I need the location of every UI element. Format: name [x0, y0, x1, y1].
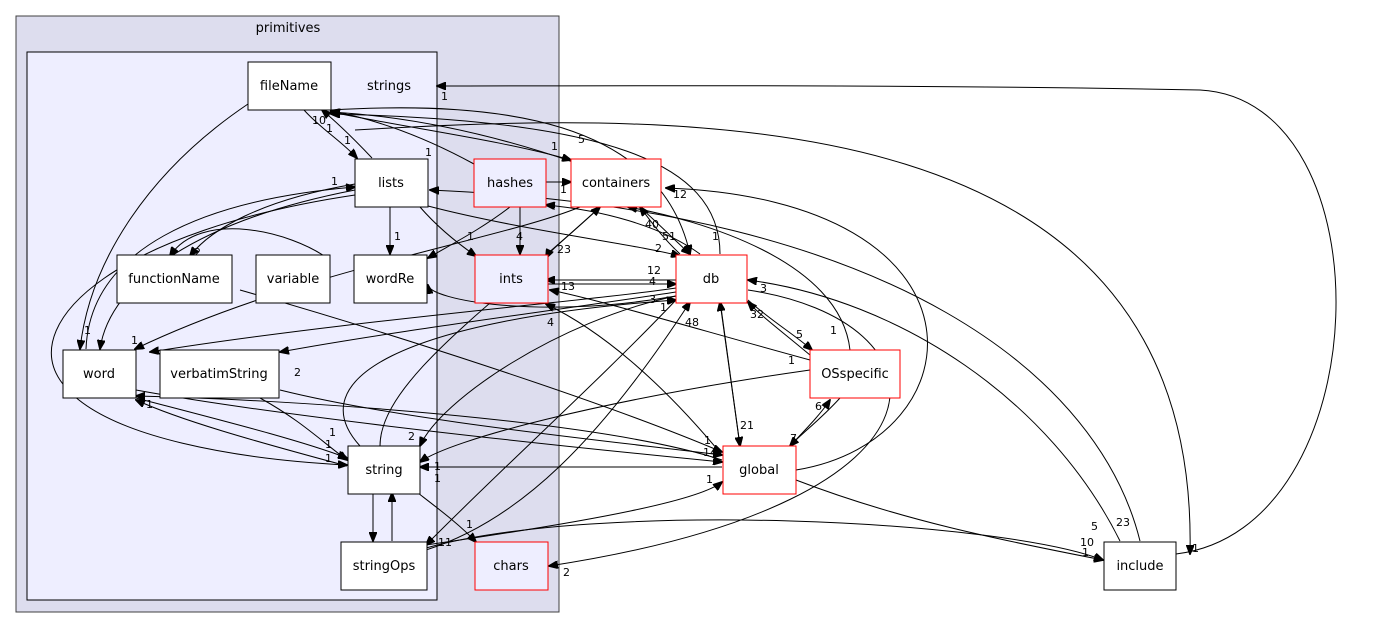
edge-label: 12 [673, 188, 687, 201]
cluster-strings-label: strings [367, 79, 411, 94]
edge-label: 4 [516, 230, 523, 243]
edge-label: 11 [438, 536, 452, 549]
edge-label: 13 [561, 280, 575, 293]
node-functionName[interactable]: functionName [116, 254, 233, 304]
node-lists-label: lists [378, 176, 404, 191]
edge-label: 1 [660, 301, 667, 314]
node-stringOps-label: stringOps [353, 559, 416, 574]
edge-label: 1 [1082, 546, 1089, 559]
edge-label: 1 [788, 354, 795, 367]
edge-label: 21 [740, 419, 754, 432]
node-wordRe-label: wordRe [366, 272, 414, 287]
edge-label: 1 [467, 230, 474, 243]
node-verbatimString-label: verbatimString [170, 367, 267, 382]
node-lists[interactable]: lists [354, 158, 429, 208]
edge-label: 1 [331, 175, 338, 188]
node-include-label: include [1116, 559, 1163, 574]
edge-label: 5 [796, 328, 803, 341]
edge-label: 1 [704, 434, 711, 447]
node-variable-label: variable [267, 272, 319, 287]
edge-label: 7 [790, 432, 797, 445]
node-chars-label: chars [493, 559, 529, 574]
node-hashes[interactable]: hashes [473, 158, 547, 208]
edge-label: 12 [647, 264, 661, 277]
edge-label: 48 [685, 316, 699, 329]
node-db-label: db [703, 272, 720, 287]
edge-label: 1 [441, 90, 448, 103]
node-word-label: word [83, 367, 115, 382]
node-variable[interactable]: variable [255, 254, 331, 304]
node-containers-label: containers [582, 176, 651, 191]
node-OSspecific[interactable]: OSspecific [809, 349, 901, 399]
edge-label: 1 [1192, 542, 1199, 555]
edge-label: 3 [760, 282, 767, 295]
edge-label: 40 [645, 218, 659, 231]
edge-label: 1 [560, 183, 567, 196]
edge-label: 1 [326, 122, 333, 135]
edge-label: 5 [1091, 520, 1098, 533]
node-hashes-label: hashes [487, 176, 533, 191]
edge-label: 2 [655, 242, 662, 255]
edge-label: 10 [312, 114, 326, 127]
node-wordRe[interactable]: wordRe [353, 254, 428, 304]
edge-label: 1 [706, 473, 713, 486]
edge-label: 1 [434, 460, 441, 473]
edge-label: 32 [750, 308, 764, 321]
edge-label: 1 [146, 398, 153, 411]
edge-label: 2 [194, 246, 201, 259]
node-functionName-label: functionName [128, 272, 219, 287]
node-string-label: string [365, 463, 402, 478]
node-include[interactable]: include [1103, 541, 1177, 591]
edge-label: 1 [329, 426, 336, 439]
edge-label: 1 [712, 230, 719, 243]
node-global-label: global [739, 463, 779, 478]
node-verbatimString[interactable]: verbatimString [159, 349, 280, 399]
node-fileName[interactable]: fileName [247, 61, 332, 111]
edge-label: 23 [1116, 516, 1130, 529]
edge-label: 1 [466, 518, 473, 531]
cluster-primitives-label: primitives [256, 21, 321, 36]
edge-label: 51 [662, 230, 676, 243]
edge-label: 2 [563, 566, 570, 579]
edge-label: 2 [408, 430, 415, 443]
edge-label: 23 [557, 243, 571, 256]
edge-label: 3 [649, 293, 656, 306]
edge-label: 1 [344, 134, 351, 147]
node-stringOps[interactable]: stringOps [340, 541, 428, 591]
node-word[interactable]: word [62, 349, 137, 399]
node-global[interactable]: global [722, 445, 797, 495]
cluster-strings[interactable]: strings [26, 51, 438, 601]
edge-label: 1 [325, 452, 332, 465]
edge-label: 5 [578, 133, 585, 146]
edge-label: 1 [131, 334, 138, 347]
edge-label: 10 [1080, 536, 1094, 549]
edge-label: 1 [830, 324, 837, 337]
edge-label: 1 [425, 146, 432, 159]
edge-label: 14 [703, 446, 717, 459]
edge-label: 4 [547, 316, 554, 329]
node-OSspecific-label: OSspecific [821, 367, 889, 382]
node-string[interactable]: string [347, 445, 421, 495]
edge-label: 1 [394, 230, 401, 243]
edge-label: 1 [325, 438, 332, 451]
node-fileName-label: fileName [260, 79, 318, 94]
edge-label: 4 [649, 275, 656, 288]
edge-label: 2 [294, 366, 301, 379]
edge-label: 1 [434, 472, 441, 485]
edge-labels: 1 10 1 1 1 5 1 1 2 1 1 4 23 40 51 2 12 4… [84, 90, 1199, 579]
edge-label: 6 [815, 400, 822, 413]
edge-label: 1 [84, 324, 91, 337]
node-ints-label: ints [499, 272, 523, 287]
node-ints[interactable]: ints [474, 254, 549, 304]
node-chars[interactable]: chars [474, 541, 549, 591]
node-db[interactable]: db [675, 254, 748, 304]
edge-label: 1 [551, 140, 558, 153]
node-containers[interactable]: containers [570, 158, 662, 208]
